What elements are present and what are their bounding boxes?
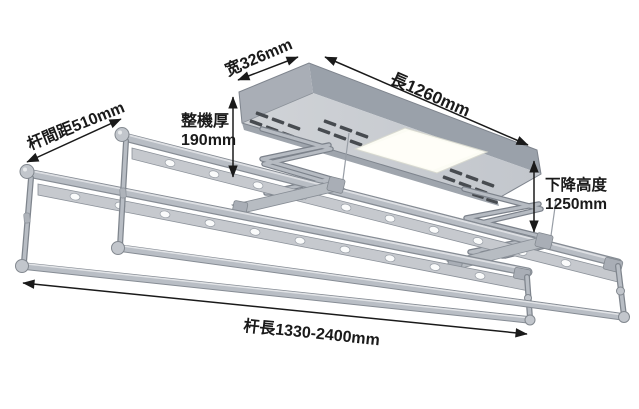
right-end-post-front <box>524 274 533 321</box>
dim-label-drop-height: 下降高度 <box>545 175 608 194</box>
vent-slot <box>486 198 498 204</box>
left-end-post-front <box>21 175 34 265</box>
vent-slot <box>449 168 463 176</box>
rod-end-cap <box>15 259 29 273</box>
dim-arrow-length <box>324 56 529 146</box>
vent-slot <box>458 181 472 189</box>
rail-hole <box>429 263 441 271</box>
left-end-post-back <box>117 138 129 249</box>
rail-hole <box>340 203 352 212</box>
vent-slot <box>465 174 479 182</box>
dim-label-rod-spacing: 杆間距510mm <box>24 97 127 153</box>
rail-hole <box>428 226 440 234</box>
crossbar-bracket <box>326 176 346 194</box>
machine-edge <box>241 92 314 124</box>
right-end-post-back <box>615 263 627 319</box>
rail-end-cap <box>114 127 130 142</box>
hanger-rail-front <box>25 169 533 292</box>
vent-slot <box>271 117 285 125</box>
dim-label-thickness: 整機厚 <box>180 111 229 130</box>
rail-hole <box>204 219 216 227</box>
vent-slot <box>481 180 495 188</box>
post-joint <box>616 286 625 296</box>
dim-arrow-width <box>237 56 299 81</box>
rail-hole <box>252 181 264 190</box>
rod-end-cap <box>111 241 125 255</box>
vent-slot <box>287 123 301 131</box>
dim-value-drop-height: 1250mm <box>545 196 607 213</box>
dim-value-thickness: 190mm <box>181 132 236 149</box>
rail-hole <box>164 159 176 167</box>
rail-hole <box>69 192 81 201</box>
rod-end-cap <box>618 311 630 323</box>
rail-end-cap <box>19 164 35 179</box>
rod-end-cap <box>524 314 536 326</box>
vent-slot <box>442 175 456 183</box>
vent-slot <box>255 111 269 119</box>
rail-tube <box>26 170 532 276</box>
rail-tube-highlight <box>31 170 527 271</box>
dim-label-rod-length: 杆長1330-2400mm <box>243 316 381 349</box>
dim-arrow-rod-length <box>22 279 528 338</box>
crossbar-bracket <box>534 232 554 250</box>
rail-hole <box>474 272 486 280</box>
cap-highlight <box>23 167 27 172</box>
rail-hole <box>159 210 171 219</box>
rail-hole <box>560 259 572 267</box>
rail-hole <box>339 245 351 254</box>
rail-hole <box>294 236 306 245</box>
post-knob <box>119 187 127 199</box>
dim-arrow-rod-spacing <box>26 118 122 163</box>
rail-hole <box>384 254 396 263</box>
cap-highlight <box>118 130 122 135</box>
rail-hole <box>208 170 220 178</box>
rail-hole <box>249 228 261 236</box>
rail-hole <box>472 237 484 245</box>
rail-hole <box>384 214 396 223</box>
vent-slot <box>249 119 263 127</box>
post-knob <box>23 212 31 224</box>
